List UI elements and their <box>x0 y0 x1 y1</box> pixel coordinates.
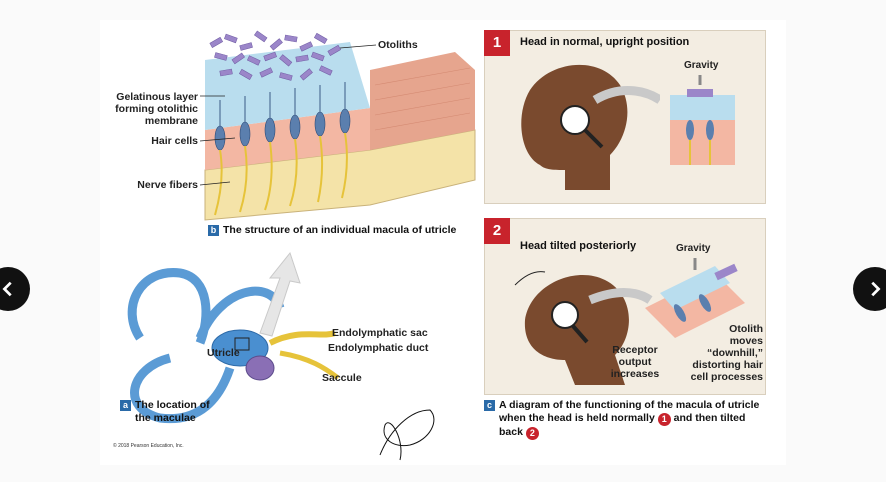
caption-c-line1: A diagram of the functioning of the macu… <box>499 399 760 411</box>
label-saccule: Saccule <box>322 372 362 384</box>
caption-b-letter: b <box>208 225 219 236</box>
caption-b-text: The structure of an individual macula of… <box>223 224 457 236</box>
label-nerve-fibers: Nerve fibers <box>137 179 198 191</box>
label-gelatinous-line2: forming otolithic <box>115 103 198 115</box>
caption-a-line1: The location of <box>135 399 210 411</box>
label-hair-cells: Hair cells <box>151 135 198 147</box>
figure-page: Otoliths Gelatinous layer forming otolit… <box>100 20 786 465</box>
label-gelatinous-layer: Gelatinous layer forming otolithic membr… <box>98 91 198 127</box>
label-endolymphatic-sac: Endolymphatic sac <box>332 327 428 339</box>
label-receptor-line1: Receptor <box>612 344 658 356</box>
label-otolith-moves: Otolith moves “downhill,” distorting hai… <box>675 323 763 383</box>
label-otoliths: Otoliths <box>378 39 418 51</box>
label-otolith-line3: “downhill,” <box>707 347 763 359</box>
caption-a: a The location of the maculae <box>120 399 210 424</box>
handwritten-scribble <box>379 409 435 461</box>
label-gelatinous-line1: Gelatinous layer <box>116 91 198 103</box>
head-upright-illustration <box>521 64 660 190</box>
label-otolith-line5: cell processes <box>690 371 763 383</box>
caption-c-line3: back <box>499 425 523 438</box>
step-1-badge: 1 <box>484 30 510 56</box>
caption-c-line2b: and then tilted <box>673 411 746 424</box>
step-2-badge: 2 <box>484 218 510 244</box>
label-endolymphatic-duct: Endolymphatic duct <box>328 342 429 354</box>
label-utricle: Utricle <box>207 347 240 359</box>
label-otolith-line1: Otolith <box>729 323 763 335</box>
macula-structure-illustration <box>204 30 476 221</box>
label-receptor-line2: output <box>618 356 652 368</box>
macula-upright-inset <box>670 75 735 165</box>
previous-image-button[interactable] <box>0 267 30 311</box>
label-gelatinous-line3: membrane <box>144 115 198 127</box>
copyright-text: © 2018 Pearson Education, Inc. <box>113 443 184 449</box>
panel-1-gravity: Gravity <box>684 60 719 71</box>
caption-c: c A diagram of the functioning of the mac… <box>484 399 759 440</box>
panel-2-gravity: Gravity <box>676 243 711 254</box>
label-otolith-line4: distorting hair <box>692 359 763 371</box>
inner-ear-illustration <box>127 251 340 424</box>
caption-a-line2: the maculae <box>135 411 196 424</box>
caption-c-num2: 2 <box>525 426 539 440</box>
label-receptor-output: Receptor output increases <box>603 344 667 380</box>
head-tilted-illustration <box>514 271 653 385</box>
panel-2-title: Head tilted posteriorly <box>520 240 637 252</box>
caption-a-letter: a <box>120 400 131 411</box>
panel-1-title: Head in normal, upright position <box>520 36 690 48</box>
macula-tilted-inset <box>645 258 745 338</box>
next-image-button[interactable] <box>853 267 886 311</box>
caption-c-num1: 1 <box>657 412 671 426</box>
chevron-left-icon <box>2 281 12 297</box>
caption-c-letter: c <box>484 400 495 411</box>
chevron-right-icon <box>871 281 881 297</box>
leader-lines-b <box>199 44 377 186</box>
label-otolith-line2: moves <box>729 335 763 347</box>
caption-c-line2a: when the head is held normally <box>499 411 655 424</box>
caption-b: b The structure of an individual macula o… <box>208 224 456 237</box>
label-receptor-line3: increases <box>610 368 660 380</box>
